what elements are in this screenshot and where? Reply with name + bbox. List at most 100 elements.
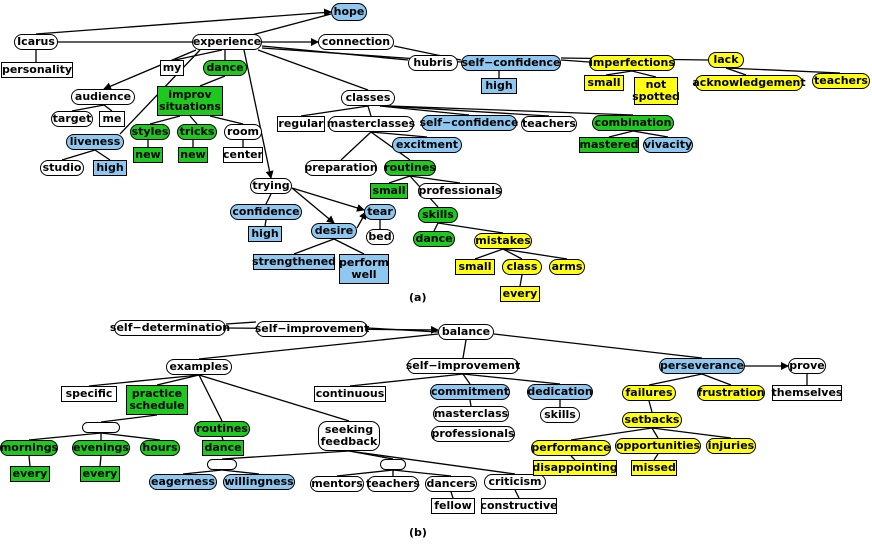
node-styles: styles [130, 124, 170, 140]
node-acknowledgement: acknowledgement [692, 75, 806, 91]
node-dancers: dancers [425, 476, 477, 492]
edge-25 [189, 115, 198, 125]
edge-78 [221, 450, 350, 460]
panel-label-a: (a) [409, 291, 427, 304]
edge-68 [156, 374, 200, 386]
node-constructive: constructive [480, 498, 558, 514]
node-regular: regular [277, 116, 325, 132]
edge-18 [174, 49, 223, 61]
edge-89 [462, 373, 471, 385]
node-opportunities: opportunities [615, 438, 701, 454]
edge-71 [100, 414, 158, 423]
node-missed: missed [631, 460, 677, 476]
edge-39 [340, 131, 372, 161]
edge-57 [293, 238, 335, 255]
node-audience: audience [71, 89, 135, 105]
node-hubris: hubris [408, 55, 458, 71]
node-dance-routines-b: dance [202, 440, 244, 456]
node-connection: connection [318, 34, 394, 50]
edge-100 [653, 453, 659, 461]
edge-98 [651, 427, 732, 439]
edge-53 [291, 187, 365, 212]
node-new-tricks: new [178, 147, 208, 163]
edge-49 [519, 274, 523, 287]
node-professionals-a: professionals [418, 183, 502, 199]
node-criticism: criticism [484, 474, 546, 490]
node-teachers-b: teachers [366, 476, 420, 492]
node-imperfections-small: small [584, 75, 624, 91]
edge-42 [409, 175, 461, 184]
edge-69 [198, 374, 223, 422]
node-teachers-lack: teachers [812, 73, 870, 89]
node-injuries: injuries [706, 438, 756, 454]
edge-51 [265, 193, 272, 205]
node-masterclasses: masterclasses [326, 116, 416, 132]
node-preparation: preparation [304, 160, 378, 176]
node-routines-b: routines [194, 421, 250, 437]
node-specific: specific [61, 386, 117, 402]
edge-36 [608, 130, 634, 138]
edge-0 [35, 8, 332, 35]
edge-79 [182, 469, 223, 475]
node-perseverance: perseverance [659, 358, 745, 374]
edge-47 [502, 248, 523, 260]
node-room: room [224, 124, 262, 140]
edge-80 [221, 469, 260, 475]
edge-82 [336, 469, 394, 477]
node-mornings: mornings [0, 440, 59, 456]
node-connector-times [82, 422, 120, 433]
node-eagerness: eagerness [149, 474, 217, 490]
edge-85 [450, 491, 454, 499]
panel-label-b: (b) [409, 526, 427, 539]
edge-84 [392, 469, 452, 477]
edge-26 [209, 115, 244, 125]
node-skills-b: skills [540, 407, 580, 423]
edge-64 [493, 333, 703, 359]
node-performance: performance [531, 440, 611, 456]
edge-48 [502, 248, 568, 260]
node-excitment: excitment [392, 137, 462, 153]
node-themselves: themselves [771, 385, 843, 401]
node-vivacity: vivacity [643, 137, 693, 153]
node-setbacks: setbacks [622, 412, 682, 428]
edge-4 [247, 13, 332, 37]
edge-58 [333, 238, 365, 255]
node-lack: lack [708, 52, 744, 68]
edge-11 [605, 70, 633, 76]
node-liveness: liveness [66, 134, 124, 150]
node-routines-a: routines [384, 160, 436, 176]
edge-72 [28, 432, 102, 441]
node-teachers-classes: teachers [521, 116, 577, 132]
node-practice-schedule: practice schedule [126, 385, 188, 415]
edge-23 [94, 149, 111, 161]
node-bed: bed [366, 229, 394, 245]
node-hours: hours [140, 440, 180, 456]
edge-70 [198, 374, 350, 422]
edge-15 [103, 49, 197, 90]
edge-87 [514, 489, 520, 499]
edge-13 [725, 67, 747, 76]
node-dance-skills: dance [413, 231, 455, 247]
edge-74 [100, 432, 161, 441]
node-masterclass: masterclass [433, 406, 509, 422]
edge-34 [384, 105, 550, 117]
node-self-improvement-top: self−improvement [254, 321, 370, 337]
node-self-confidence-a1: self−confidence [461, 55, 561, 71]
node-balance: balance [438, 324, 494, 340]
node-hope: hope [331, 3, 367, 21]
edge-96 [570, 427, 653, 441]
node-continuous: continuous [314, 386, 386, 402]
edge-99 [570, 455, 576, 461]
node-every-evenings: every [80, 466, 120, 482]
node-improv-situations: improv situations [157, 86, 223, 116]
node-skills-a: skills [418, 207, 458, 223]
node-mistakes: mistakes [474, 233, 532, 249]
edge-41 [388, 175, 411, 184]
node-studio: studio [40, 160, 84, 176]
node-classes: classes [341, 90, 395, 106]
edge-24 [149, 115, 181, 125]
node-mastered: mastered [579, 137, 639, 153]
edge-16 [71, 104, 105, 112]
node-professionals-b: professionals [431, 426, 515, 442]
node-arms: arms [549, 259, 585, 275]
